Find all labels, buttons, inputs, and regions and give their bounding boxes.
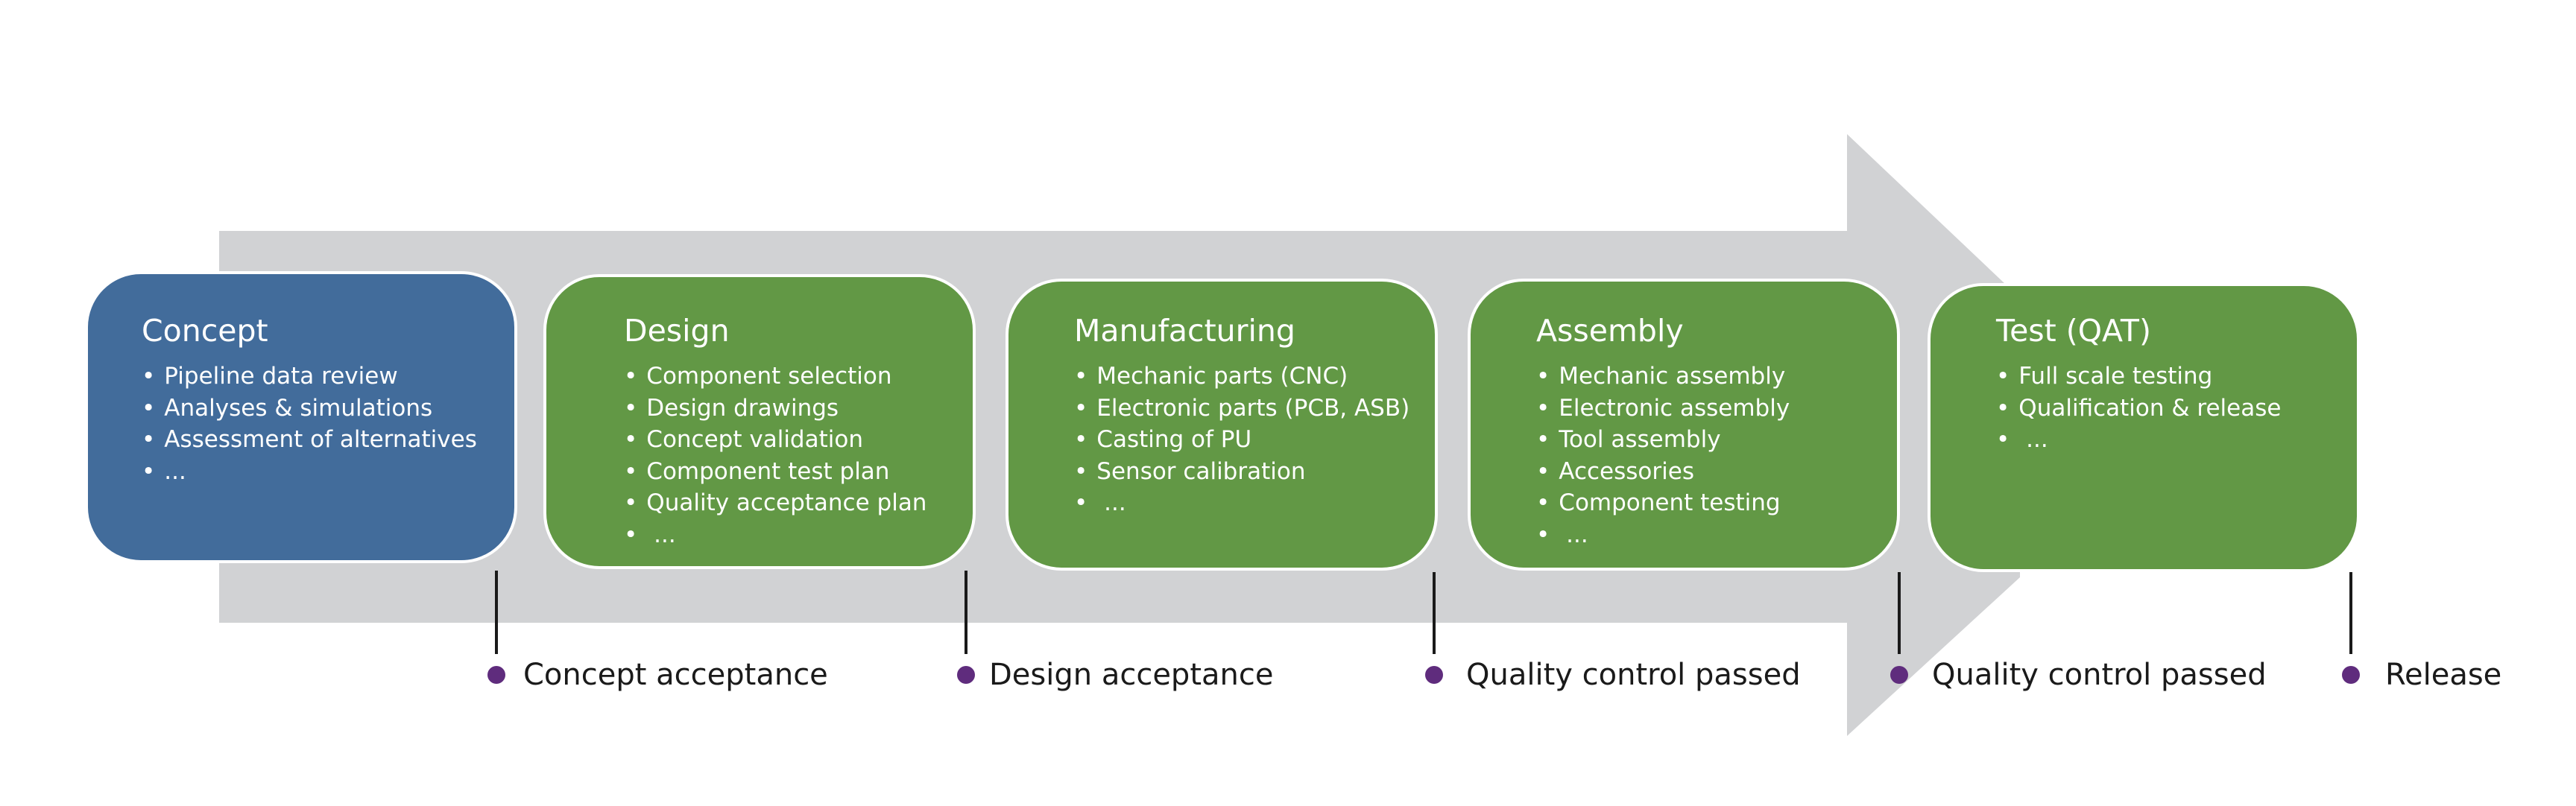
milestone-label: Release — [2385, 658, 2502, 692]
list-item: Component selection — [624, 361, 926, 393]
milestone-label: Concept acceptance — [523, 658, 828, 692]
list-item: Electronic assembly — [1536, 393, 1790, 425]
list-item: Design drawings — [624, 393, 926, 425]
list-item: Mechanic parts (CNC) — [1074, 361, 1409, 393]
stage-title: Design — [624, 313, 730, 349]
stage-title: Manufacturing — [1074, 313, 1295, 349]
stage-test-qat: Test (QAT) Full scale testing Qualificat… — [1928, 283, 2360, 572]
stage-item-list: Mechanic parts (CNC) Electronic parts (P… — [1074, 361, 1409, 519]
list-item: Tool assembly — [1536, 424, 1790, 456]
list-item: Electronic parts (PCB, ASB) — [1074, 393, 1409, 425]
list-item: ... — [1536, 519, 1790, 551]
list-item: ... — [1996, 424, 2281, 456]
list-item: Casting of PU — [1074, 424, 1409, 456]
milestone-dot — [1890, 666, 1908, 684]
milestone-line — [965, 571, 967, 654]
stage-title: Assembly — [1536, 313, 1684, 349]
milestone-dot — [957, 666, 975, 684]
stage-assembly: Assembly Mechanic assembly Electronic as… — [1468, 279, 1900, 571]
list-item: ... — [1074, 487, 1409, 519]
milestone-dot — [1425, 666, 1443, 684]
stage-item-list: Component selection Design drawings Conc… — [624, 361, 926, 550]
list-item: ... — [142, 456, 477, 488]
milestone-line — [2349, 572, 2352, 654]
milestone-line — [495, 571, 498, 654]
milestone-label: Quality control passed — [1466, 658, 1801, 692]
milestone-label: Quality control passed — [1932, 658, 2267, 692]
list-item: Assessment of alternatives — [142, 424, 477, 456]
list-item: Quality acceptance plan — [624, 487, 926, 519]
stage-concept: Concept Pipeline data review Analyses & … — [85, 271, 517, 563]
stage-design: Design Component selection Design drawin… — [543, 274, 976, 569]
list-item: Qualification & release — [1996, 393, 2281, 425]
stage-title: Concept — [142, 313, 268, 349]
milestone-dot — [487, 666, 505, 684]
list-item: ... — [624, 519, 926, 551]
list-item: Accessories — [1536, 456, 1790, 488]
list-item: Component test plan — [624, 456, 926, 488]
list-item: Pipeline data review — [142, 361, 477, 393]
stage-item-list: Pipeline data review Analyses & simulati… — [142, 361, 477, 487]
list-item: Concept validation — [624, 424, 926, 456]
stage-item-list: Mechanic assembly Electronic assembly To… — [1536, 361, 1790, 550]
milestone-line — [1898, 572, 1901, 654]
stage-title: Test (QAT) — [1996, 313, 2151, 349]
list-item: Analyses & simulations — [142, 393, 477, 425]
milestone-dot — [2342, 666, 2360, 684]
list-item: Component testing — [1536, 487, 1790, 519]
list-item: Sensor calibration — [1074, 456, 1409, 488]
list-item: Mechanic assembly — [1536, 361, 1790, 393]
list-item: Full scale testing — [1996, 361, 2281, 393]
milestone-label: Design acceptance — [989, 658, 1274, 692]
stage-manufacturing: Manufacturing Mechanic parts (CNC) Elect… — [1006, 279, 1438, 571]
milestone-line — [1433, 572, 1436, 654]
stage-item-list: Full scale testing Qualification & relea… — [1996, 361, 2281, 456]
